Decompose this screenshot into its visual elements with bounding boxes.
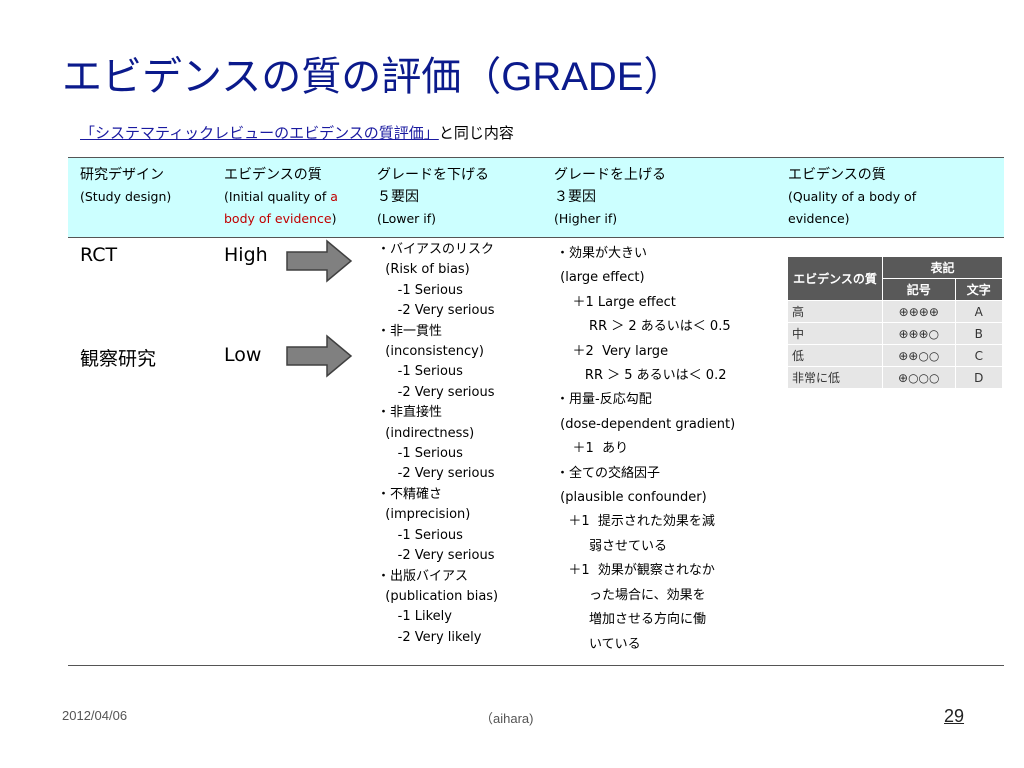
- header-study-design: 研究デザイン (Study design): [80, 164, 171, 208]
- slide-subtitle: 「システマティックレビューのエビデンスの質評価」と同じ内容: [80, 122, 514, 143]
- quality-high: High: [224, 244, 268, 266]
- right-arrow-icon: [286, 239, 353, 283]
- grade-letter: C: [954, 344, 1004, 367]
- header-label: グレードを下げる: [377, 167, 489, 183]
- lower-factors-list: ・バイアスのリスク (Risk of bias) -1 Serious -2 V…: [377, 242, 499, 645]
- grade-letter: A: [954, 300, 1004, 323]
- footer-author: （aihara): [480, 711, 534, 726]
- slide-title-sub: （GRADE）: [461, 55, 684, 99]
- related-slide-link[interactable]: 「システマティックレビューのエビデンスの質評価」: [80, 124, 439, 142]
- footer-date: 2012/04/06: [62, 708, 128, 723]
- grade-quality: 中: [787, 322, 883, 345]
- grade-letter: D: [954, 366, 1004, 389]
- header-higher-if: グレードを上げる ３要因 (Higher if): [554, 164, 666, 230]
- slide-title: エビデンスの質の評価（GRADE）: [62, 44, 683, 102]
- grade-symbol: ⊕⊕⊕⊕: [882, 300, 956, 323]
- header-lower-if: グレードを下げる ５要因 (Lower if): [377, 164, 489, 230]
- header-label: 研究デザイン: [80, 167, 164, 183]
- table-row: 高 ⊕⊕⊕⊕ A: [787, 300, 1004, 323]
- right-arrow-icon: [286, 334, 353, 378]
- grade-table-header-notation: 表記: [882, 256, 1003, 279]
- quality-low: Low: [224, 344, 262, 366]
- higher-factors-list: ・効果が大きい (large effect) ＋1 Large effect R…: [556, 246, 736, 652]
- header-label: エビデンスの質: [224, 167, 322, 183]
- header-final-quality: エビデンスの質 (Quality of a body of evidence): [788, 164, 968, 230]
- header-label-en: (Lower if): [377, 211, 437, 226]
- slide-title-main: エビデンスの質の評価: [62, 54, 462, 100]
- grade-quality: 低: [787, 344, 883, 367]
- table-row: 中 ⊕⊕⊕○ B: [787, 322, 1004, 345]
- header-label-count: ３要因: [554, 189, 596, 205]
- header-label-en: (Higher if): [554, 211, 618, 226]
- header-label: エビデンスの質: [788, 167, 886, 183]
- header-label-en: (Quality of a body of evidence): [788, 189, 917, 226]
- header-label: グレードを上げる: [554, 167, 666, 183]
- table-bottom-rule: [68, 665, 1004, 666]
- grade-table-header-letter: 文字: [954, 278, 1004, 301]
- table-row: 非常に低 ⊕○○○ D: [787, 366, 1004, 389]
- header-initial-quality: エビデンスの質 (Initial quality of a body of ev…: [224, 164, 359, 230]
- header-label-en: (Initial quality of a body of evidence): [224, 189, 338, 226]
- subtitle-rest: と同じ内容: [438, 124, 514, 142]
- design-observational: 観察研究: [80, 348, 157, 370]
- grade-symbol: ⊕⊕⊕○: [882, 322, 956, 345]
- grade-quality: 高: [787, 300, 883, 323]
- grade-symbol: ⊕○○○: [882, 366, 956, 389]
- grade-symbol: ⊕⊕○○: [882, 344, 956, 367]
- grade-table-header-quality: エビデンスの質: [787, 256, 883, 301]
- grade-notation-table: エビデンスの質 表記 記号 文字 高 ⊕⊕⊕⊕ A 中 ⊕⊕⊕○ B 低 ⊕⊕○…: [787, 256, 1004, 389]
- table-row: 低 ⊕⊕○○ C: [787, 344, 1004, 367]
- grade-quality: 非常に低: [787, 366, 883, 389]
- grade-letter: B: [954, 322, 1004, 345]
- table-header-row: [68, 157, 1004, 238]
- header-label-count: ５要因: [377, 189, 419, 205]
- grade-table-header-symbol: 記号: [882, 278, 956, 301]
- design-rct: RCT: [80, 244, 118, 266]
- page-number: 29: [944, 706, 965, 726]
- header-label-en: (Study design): [80, 189, 172, 204]
